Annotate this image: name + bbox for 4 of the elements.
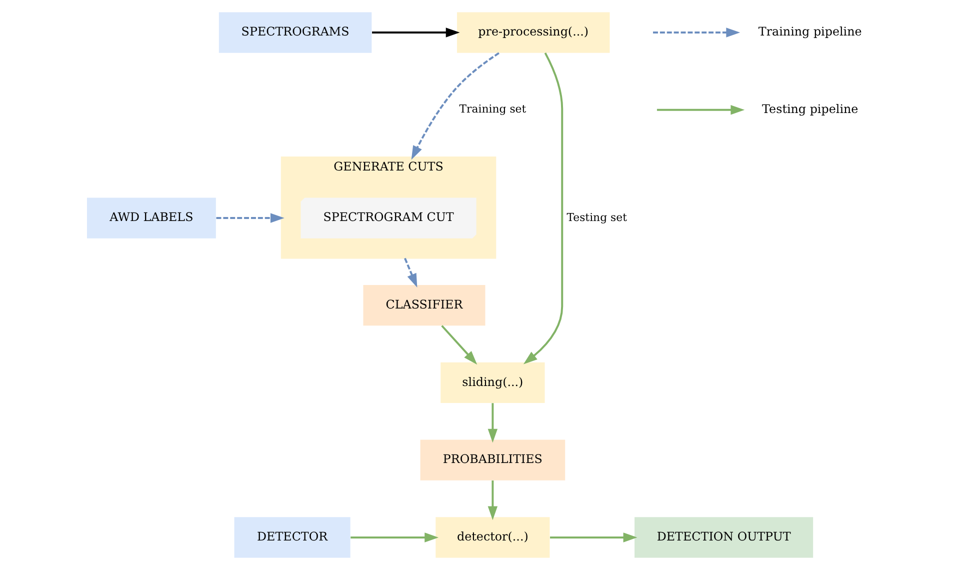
legend-label: Testing pipeline	[762, 102, 858, 116]
edge-label: Testing set	[566, 210, 626, 224]
edge-label: Training set	[458, 102, 526, 116]
legend-label: Training pipeline	[758, 24, 862, 39]
